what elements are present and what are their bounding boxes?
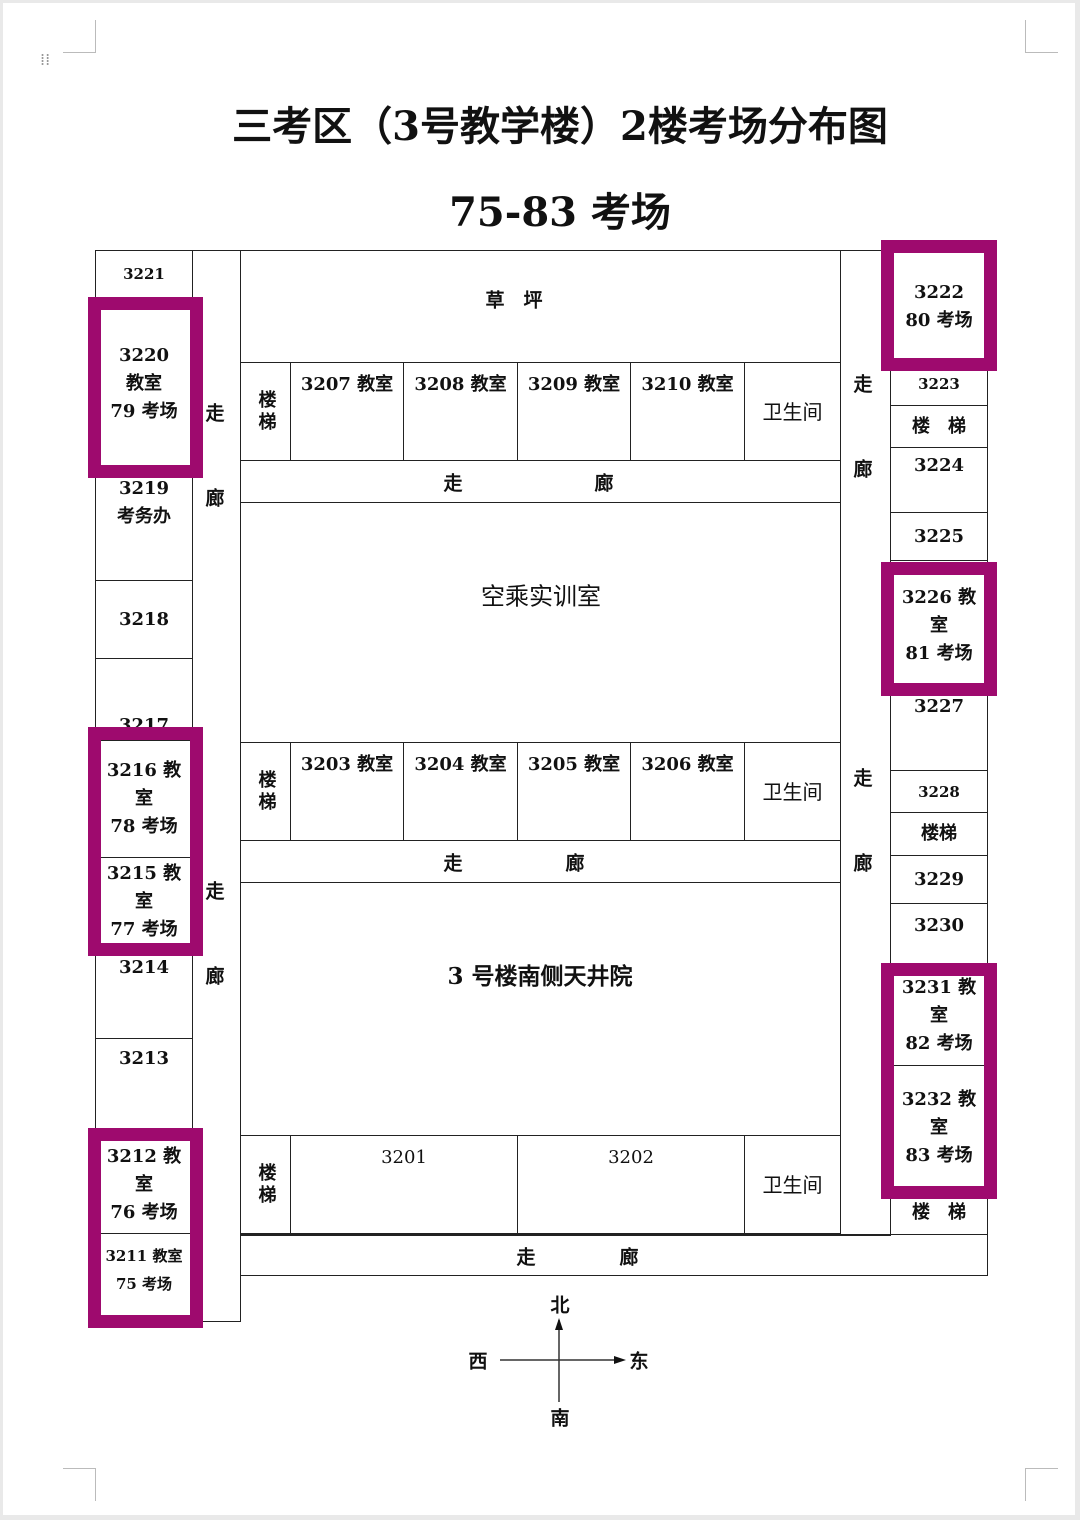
restroom: 卫生间 [744,742,841,841]
room-3202: 3202 [517,1135,745,1234]
compass-north: 北 [550,1294,570,1317]
corridor-label: 廊 [594,472,614,495]
room-3224: 3224 [890,447,988,513]
room-3221: 3221 [95,250,193,298]
compass-arrows-icon [500,1318,626,1402]
lawn-label: 草 坪 [485,289,543,312]
room-3209: 3209 教室 [517,362,631,461]
margin-corner-mark [63,20,96,53]
corridor-label: 廊 [619,1246,639,1269]
room-3230: 3230 [890,903,988,966]
restroom: 卫生间 [744,1135,841,1234]
exam-room-highlight [881,240,997,371]
training-room-label: 空乘实训室 [481,582,601,611]
corridor-label: 走 [443,852,463,875]
room-3205: 3205 教室 [517,742,631,841]
corridor-label: 走 [853,767,873,790]
page-subtitle: 75-83 考场 [449,189,671,236]
exam-room-highlight [88,297,203,478]
margin-corner-mark [1025,20,1058,53]
room-3204: 3204 教室 [403,742,518,841]
compass-east: 东 [629,1350,649,1373]
courtyard-label: 3 号楼南侧天井院 [447,963,633,990]
exam-room-highlight [88,727,203,956]
room-3228: 3228 [890,770,988,813]
corridor-label: 廊 [853,458,873,481]
room-3227: 3227 [890,690,988,771]
corridor-label: 廊 [853,852,873,875]
stairs: 楼梯 [240,362,291,461]
room-3203: 3203 教室 [290,742,404,841]
page-title: 三考区（3号教学楼）2楼考场分布图 [232,103,888,150]
stairs: 楼梯 [890,812,988,856]
corridor-label: 走 [205,880,225,903]
drag-handle-icon[interactable]: ⁞⁞ [40,50,51,69]
room-3208: 3208 教室 [403,362,518,461]
room-3218: 3218 [95,580,193,659]
south-corridor [240,1234,988,1276]
corridor-label: 廊 [565,852,585,875]
corridor [240,840,841,883]
room-3214: 3214 [95,945,193,1039]
stairs: 楼梯 [240,1135,291,1234]
room-3210: 3210 教室 [630,362,745,461]
room-3206: 3206 教室 [630,742,745,841]
corridor-label: 走 [853,373,873,396]
exam-room-highlight [881,963,997,1199]
room-3201: 3201 [290,1135,518,1234]
corridor-label: 走 [516,1246,536,1269]
room-3225: 3225 [890,512,988,561]
stairs: 楼 梯 [890,405,988,448]
room-3213: 3213 [95,1038,193,1136]
room-3207: 3207 教室 [290,362,404,461]
exam-room-highlight [881,562,997,696]
corridor-label: 走 [205,402,225,425]
compass-south: 南 [550,1407,570,1430]
corridor-label: 走 [443,472,463,495]
corridor-label: 廊 [205,487,225,510]
stairs: 楼梯 [240,742,291,841]
document-page [3,3,1075,1515]
room-3229: 3229 [890,855,988,904]
corridor [240,460,841,503]
exam-room-highlight [88,1128,203,1328]
margin-corner-mark [1025,1468,1058,1501]
corridor-label: 廊 [205,965,225,988]
restroom: 卫生间 [744,362,841,461]
margin-corner-mark [63,1468,96,1501]
compass-west: 西 [468,1350,488,1373]
